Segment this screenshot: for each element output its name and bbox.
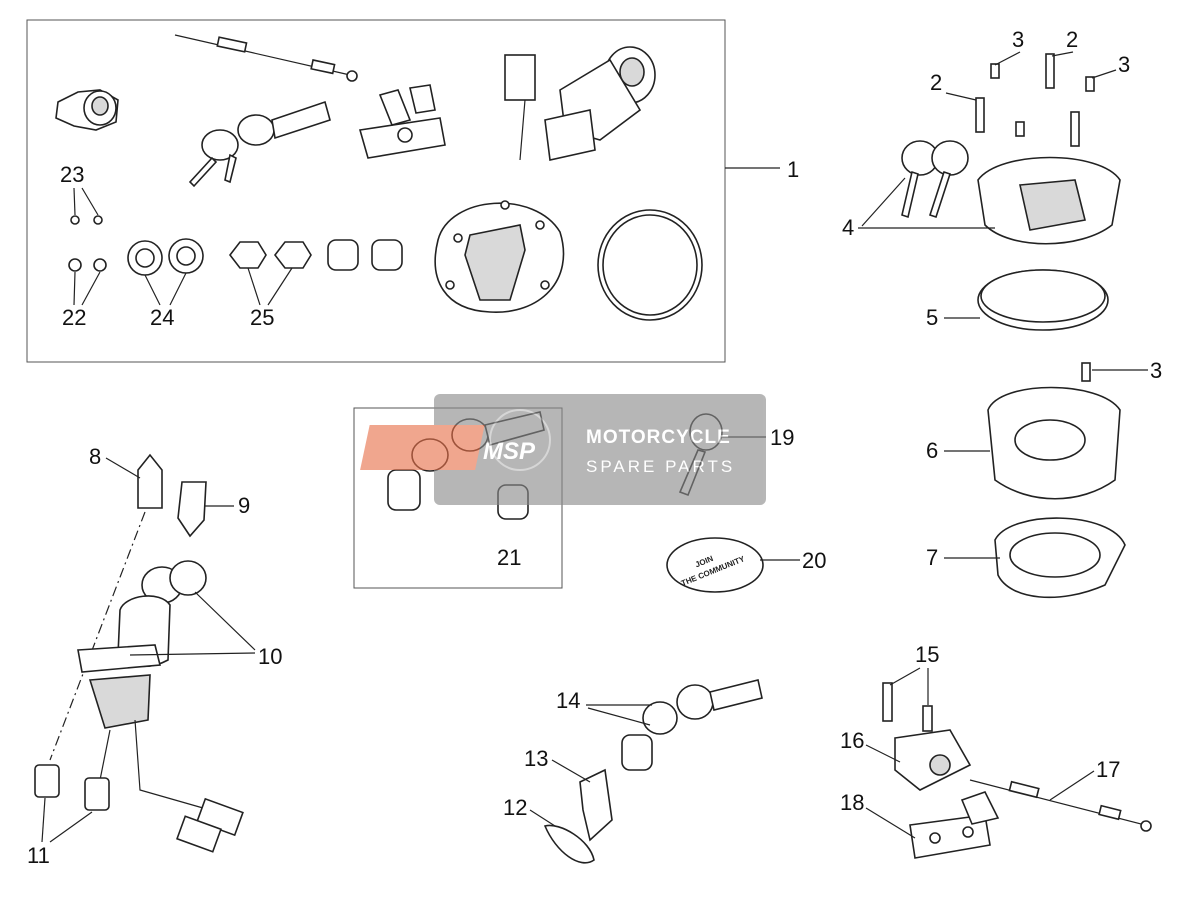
callout-18: 18 — [840, 790, 864, 815]
callout-15: 15 — [915, 642, 939, 667]
caps-11 — [34, 764, 110, 811]
pin-8 — [137, 453, 163, 509]
callout-9: 9 — [238, 493, 250, 518]
watermark-logo: MSP — [483, 438, 536, 465]
lock-plate-part — [358, 84, 446, 159]
lock-assembly-14 — [621, 679, 763, 771]
callout-1: 1 — [787, 157, 799, 182]
clip-12 — [543, 824, 595, 864]
keys-4 — [901, 140, 969, 219]
callout-12: 12 — [503, 795, 527, 820]
screws-15 — [882, 682, 933, 732]
callout-24: 24 — [150, 305, 174, 330]
cable-17 — [969, 779, 1152, 832]
screws-23 — [70, 215, 103, 225]
ignition-switch-10 — [77, 560, 244, 853]
callout-25: 25 — [250, 305, 274, 330]
release-cable-part — [174, 34, 358, 82]
watermark: MSP MOTORCYCLE SPARE PARTS — [360, 394, 766, 505]
seat-lock-part — [55, 89, 119, 131]
callout-10: 10 — [258, 644, 282, 669]
filler-neck-6 — [987, 362, 1121, 500]
nuts-25 — [228, 241, 312, 269]
keys-kit-part — [188, 100, 331, 188]
callout-13: 13 — [524, 746, 548, 771]
watermark-title: MOTORCYCLE — [586, 427, 731, 448]
callout-23: 23 — [60, 162, 84, 187]
ignition-lock-kit-part — [504, 46, 656, 161]
callout-17: 17 — [1096, 757, 1120, 782]
kit-frame-1 — [26, 19, 726, 363]
callout-16: 16 — [840, 728, 864, 753]
pin-9 — [177, 481, 207, 538]
callout-7: 7 — [926, 545, 938, 570]
callout-5: 5 — [926, 305, 938, 330]
callout-2a: 2 — [930, 70, 942, 95]
gasket-5 — [977, 269, 1109, 331]
bracket-13 — [579, 768, 613, 842]
gasket-16 — [894, 729, 972, 791]
washers-22 — [68, 258, 107, 272]
lock-barrels-kit — [327, 239, 403, 271]
callout-3a: 3 — [1012, 27, 1024, 52]
callout-20: 20 — [802, 548, 826, 573]
callout-11: 11 — [27, 843, 50, 868]
watermark-subtitle: SPARE PARTS — [586, 457, 735, 476]
callout-14: 14 — [556, 688, 580, 713]
callout-19: 19 — [770, 425, 794, 450]
gasket-ring-kit-part — [597, 209, 703, 321]
lock-washers-24 — [127, 238, 204, 276]
callout-4: 4 — [842, 215, 854, 240]
callout-8: 8 — [89, 444, 101, 469]
flange-7 — [994, 517, 1126, 599]
screws-2-3 — [975, 53, 1095, 147]
callout-3c: 3 — [1150, 358, 1162, 383]
fuel-cap-6-top — [977, 156, 1121, 245]
callout-22: 22 — [62, 305, 86, 330]
plate-18 — [909, 791, 1000, 859]
sticker-20: JOIN THE COMMUNITY — [666, 537, 764, 593]
callout-21: 21 — [497, 545, 521, 570]
callout-3b: 3 — [1118, 52, 1130, 77]
callout-6: 6 — [926, 438, 938, 463]
callout-2b: 2 — [1066, 27, 1078, 52]
fuel-cap-kit-part — [434, 200, 565, 313]
